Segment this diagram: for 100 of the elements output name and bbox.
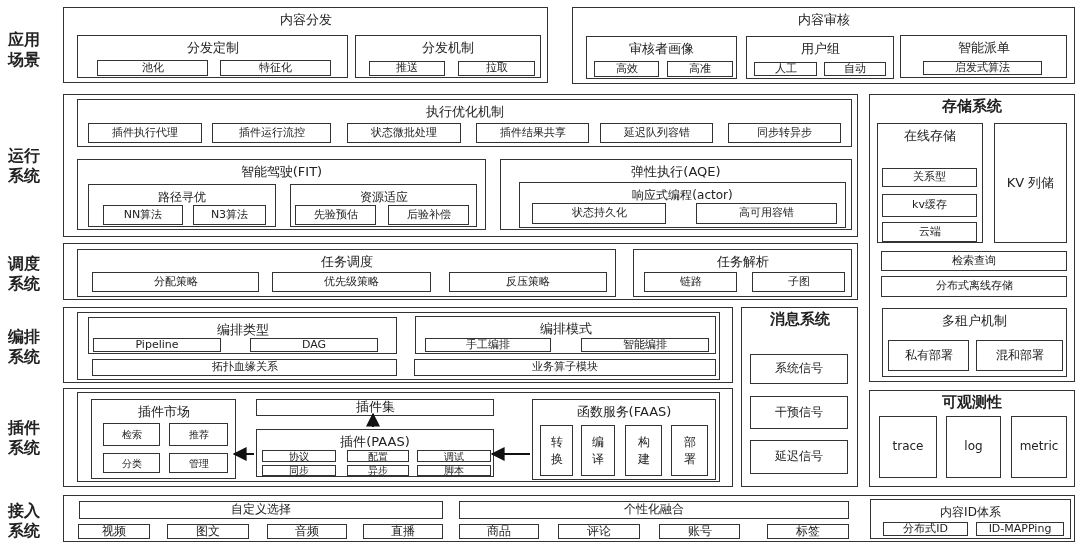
item-box [754, 62, 817, 76]
item-label: 分布式离线存储 [935, 280, 1013, 293]
item-label: 分类 [121, 457, 142, 469]
group-panel [91, 399, 236, 479]
group-title: 多租户机制 [942, 314, 1007, 329]
item-box [267, 524, 347, 539]
item-label: 业务算子模块 [532, 361, 598, 374]
item-label: 高效 [615, 62, 638, 76]
group-title: 内容审核 [797, 13, 850, 28]
item-box [449, 272, 607, 292]
item-label: 推送 [396, 62, 418, 75]
item-label: 池化 [141, 61, 164, 75]
group-title: 分发定制 [186, 41, 239, 56]
item-label: 标签 [796, 524, 820, 539]
item-label: 系统信号 [775, 362, 823, 376]
item-label: 延迟队列容错 [623, 126, 690, 140]
item-label: 推荐 [188, 429, 209, 440]
group-title: 任务调度 [320, 255, 373, 270]
item-label: 自定义选择 [231, 503, 291, 517]
item-box [882, 222, 977, 242]
layer-label: 应用场景 [8, 30, 41, 70]
layer-label: 编排系统 [8, 327, 41, 367]
item-box [750, 440, 848, 474]
item-box [994, 123, 1067, 243]
item-box [659, 524, 740, 539]
group-panel [77, 249, 616, 297]
item-box [600, 123, 713, 143]
layer-label: 调度系统 [8, 254, 41, 294]
item-box [103, 453, 160, 473]
group-title: 智能派单 [957, 41, 1010, 56]
item-box [581, 425, 615, 476]
item-box [250, 338, 378, 352]
item-box [581, 338, 709, 352]
item-label: 高准 [689, 62, 711, 76]
item-box [167, 524, 249, 539]
item-box [256, 399, 494, 416]
item-box [417, 450, 491, 462]
group-title: 插件市场 [137, 405, 190, 420]
item-label: 协议 [289, 450, 309, 462]
item-label: 检索查询 [952, 254, 996, 268]
item-label: NN算法 [123, 208, 163, 222]
group-panel [63, 7, 548, 83]
item-label: 部署 [683, 434, 696, 467]
item-box [476, 123, 589, 143]
group-panel [88, 184, 276, 227]
item-box [459, 501, 849, 519]
item-label: 关系型 [913, 171, 946, 184]
item-label: 插件集 [355, 400, 395, 415]
item-label: 账号 [687, 524, 712, 539]
group-panel [77, 35, 348, 78]
item-box [976, 522, 1064, 536]
item-box [414, 359, 716, 376]
item-box [879, 416, 937, 478]
item-box [88, 123, 202, 143]
item-box [882, 168, 977, 187]
item-box [728, 123, 841, 143]
layer-label: 运行系统 [8, 146, 41, 186]
item-label: KV 列储 [1006, 175, 1055, 191]
item-label: 混和部署 [995, 348, 1044, 363]
item-box [558, 524, 640, 539]
item-box [946, 416, 1001, 478]
arrow [490, 447, 531, 461]
item-box [752, 272, 845, 292]
item-box [882, 194, 977, 217]
item-label: 编译 [592, 434, 604, 467]
item-label: ID-MAPPing [988, 522, 1052, 536]
arrow [232, 447, 255, 461]
item-box [458, 61, 535, 76]
group-title: 可观测性 [942, 394, 1002, 412]
group-title: 响应式编程(actor) [632, 189, 733, 203]
item-label: 拓扑血缘关系 [211, 361, 278, 374]
item-box [671, 425, 708, 476]
group-title: 路径寻优 [158, 191, 206, 205]
group-panel [290, 184, 477, 227]
item-box [881, 276, 1067, 297]
group-panel [882, 308, 1067, 377]
item-label: kv缓存 [912, 199, 947, 212]
item-label: 反压策略 [506, 275, 550, 289]
item-label: 脚本 [444, 465, 464, 476]
item-box [262, 450, 336, 462]
item-box [644, 272, 737, 292]
item-box [169, 423, 228, 446]
group-title: 审核者画像 [629, 42, 694, 57]
group-title: 插件(PAAS) [340, 435, 410, 450]
item-box [262, 465, 336, 476]
group-title: 存储系统 [942, 98, 1002, 116]
item-box [92, 359, 397, 376]
frame-box [63, 495, 1075, 542]
item-box [594, 61, 659, 77]
item-label: 分配策略 [153, 275, 198, 289]
layer-label: 插件系统 [8, 418, 41, 458]
item-box [881, 251, 1067, 271]
item-label: 先验预估 [313, 208, 358, 222]
group-panel [900, 35, 1067, 78]
item-label: 干预信号 [775, 405, 823, 420]
item-label: 同步转异步 [757, 126, 812, 140]
item-box [79, 501, 443, 519]
item-label: 延迟信号 [775, 450, 823, 464]
item-box [459, 524, 539, 539]
item-box [193, 205, 266, 225]
